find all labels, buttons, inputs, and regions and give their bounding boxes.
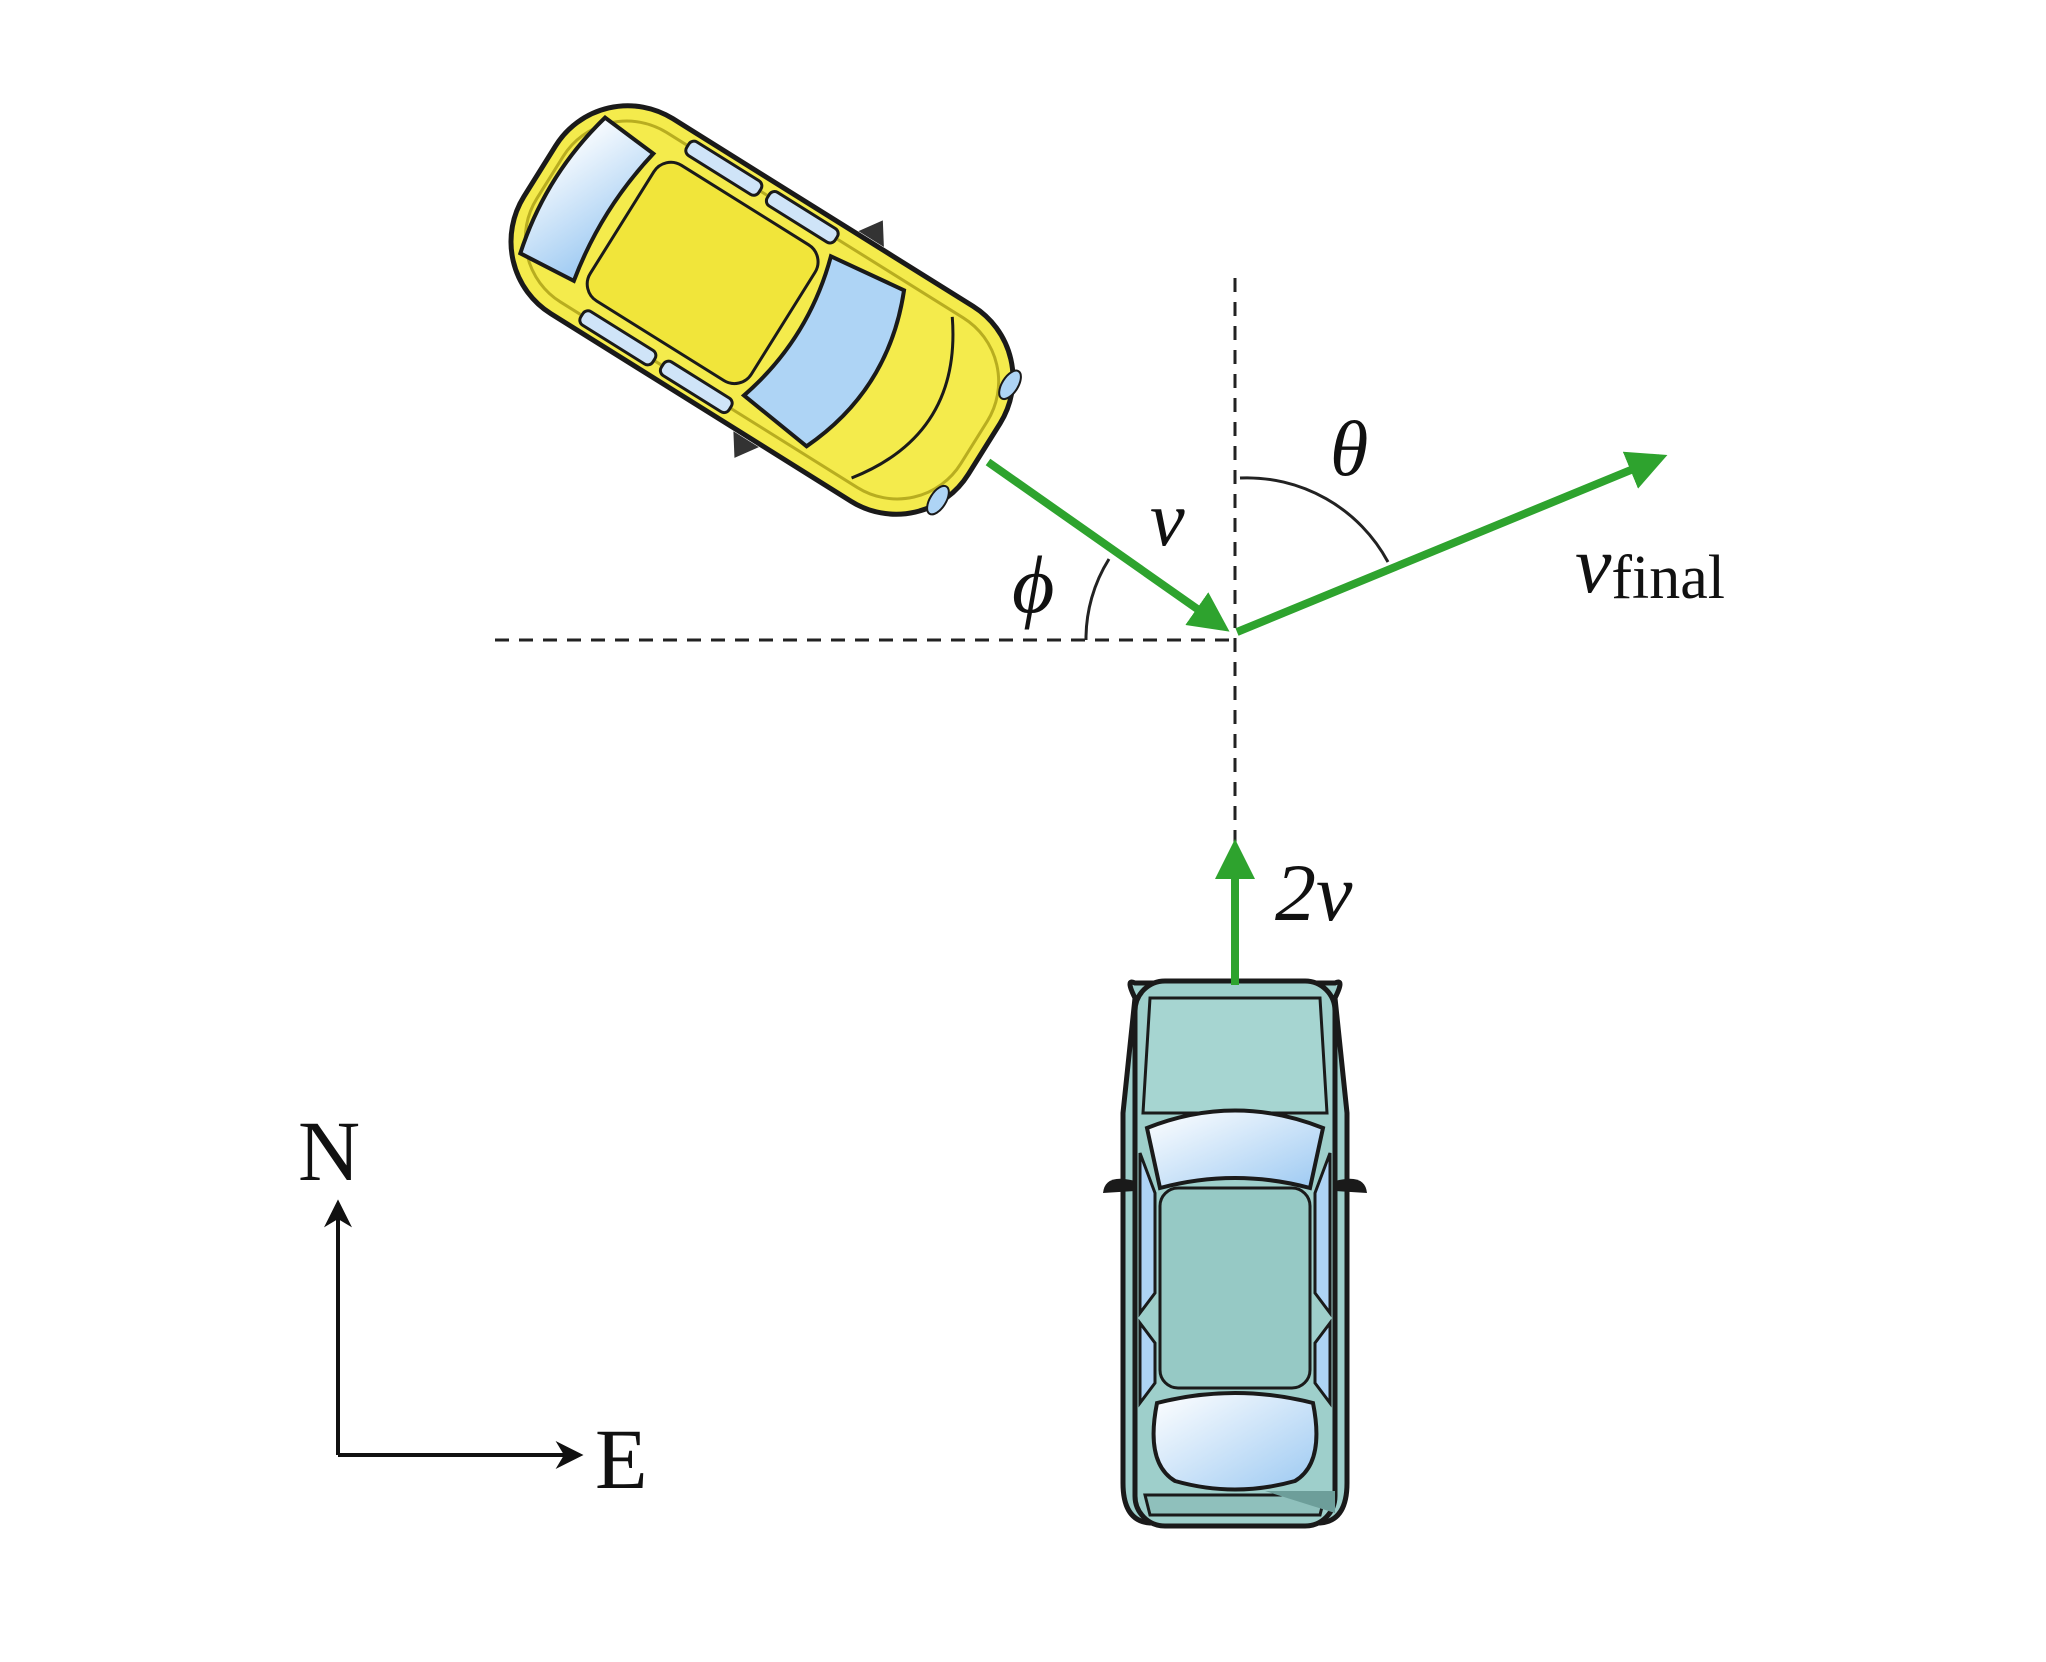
- v-final-label: vfinal: [1575, 519, 1725, 612]
- east-label: E: [595, 1411, 648, 1507]
- two-v-label: 2v: [1275, 847, 1353, 938]
- v-final-main-text: v: [1575, 519, 1612, 610]
- phi-label: ϕ: [1012, 539, 1054, 630]
- v-label: v: [1150, 475, 1185, 562]
- final-velocity-arrow: [1235, 451, 1668, 636]
- v-final-subscript: final: [1611, 544, 1725, 612]
- yellow-car-velocity-arrow: [985, 458, 1230, 632]
- phi-angle-arc: [1084, 558, 1111, 641]
- reference-lines: [495, 278, 1237, 845]
- teal-car-icon: [1103, 978, 1367, 1529]
- compass-axes-icon: [324, 1199, 584, 1469]
- north-label: N: [298, 1103, 360, 1199]
- theta-angle-arc: [1239, 476, 1390, 563]
- yellow-car-icon: [508, 103, 1022, 517]
- theta-label: θ: [1330, 405, 1368, 492]
